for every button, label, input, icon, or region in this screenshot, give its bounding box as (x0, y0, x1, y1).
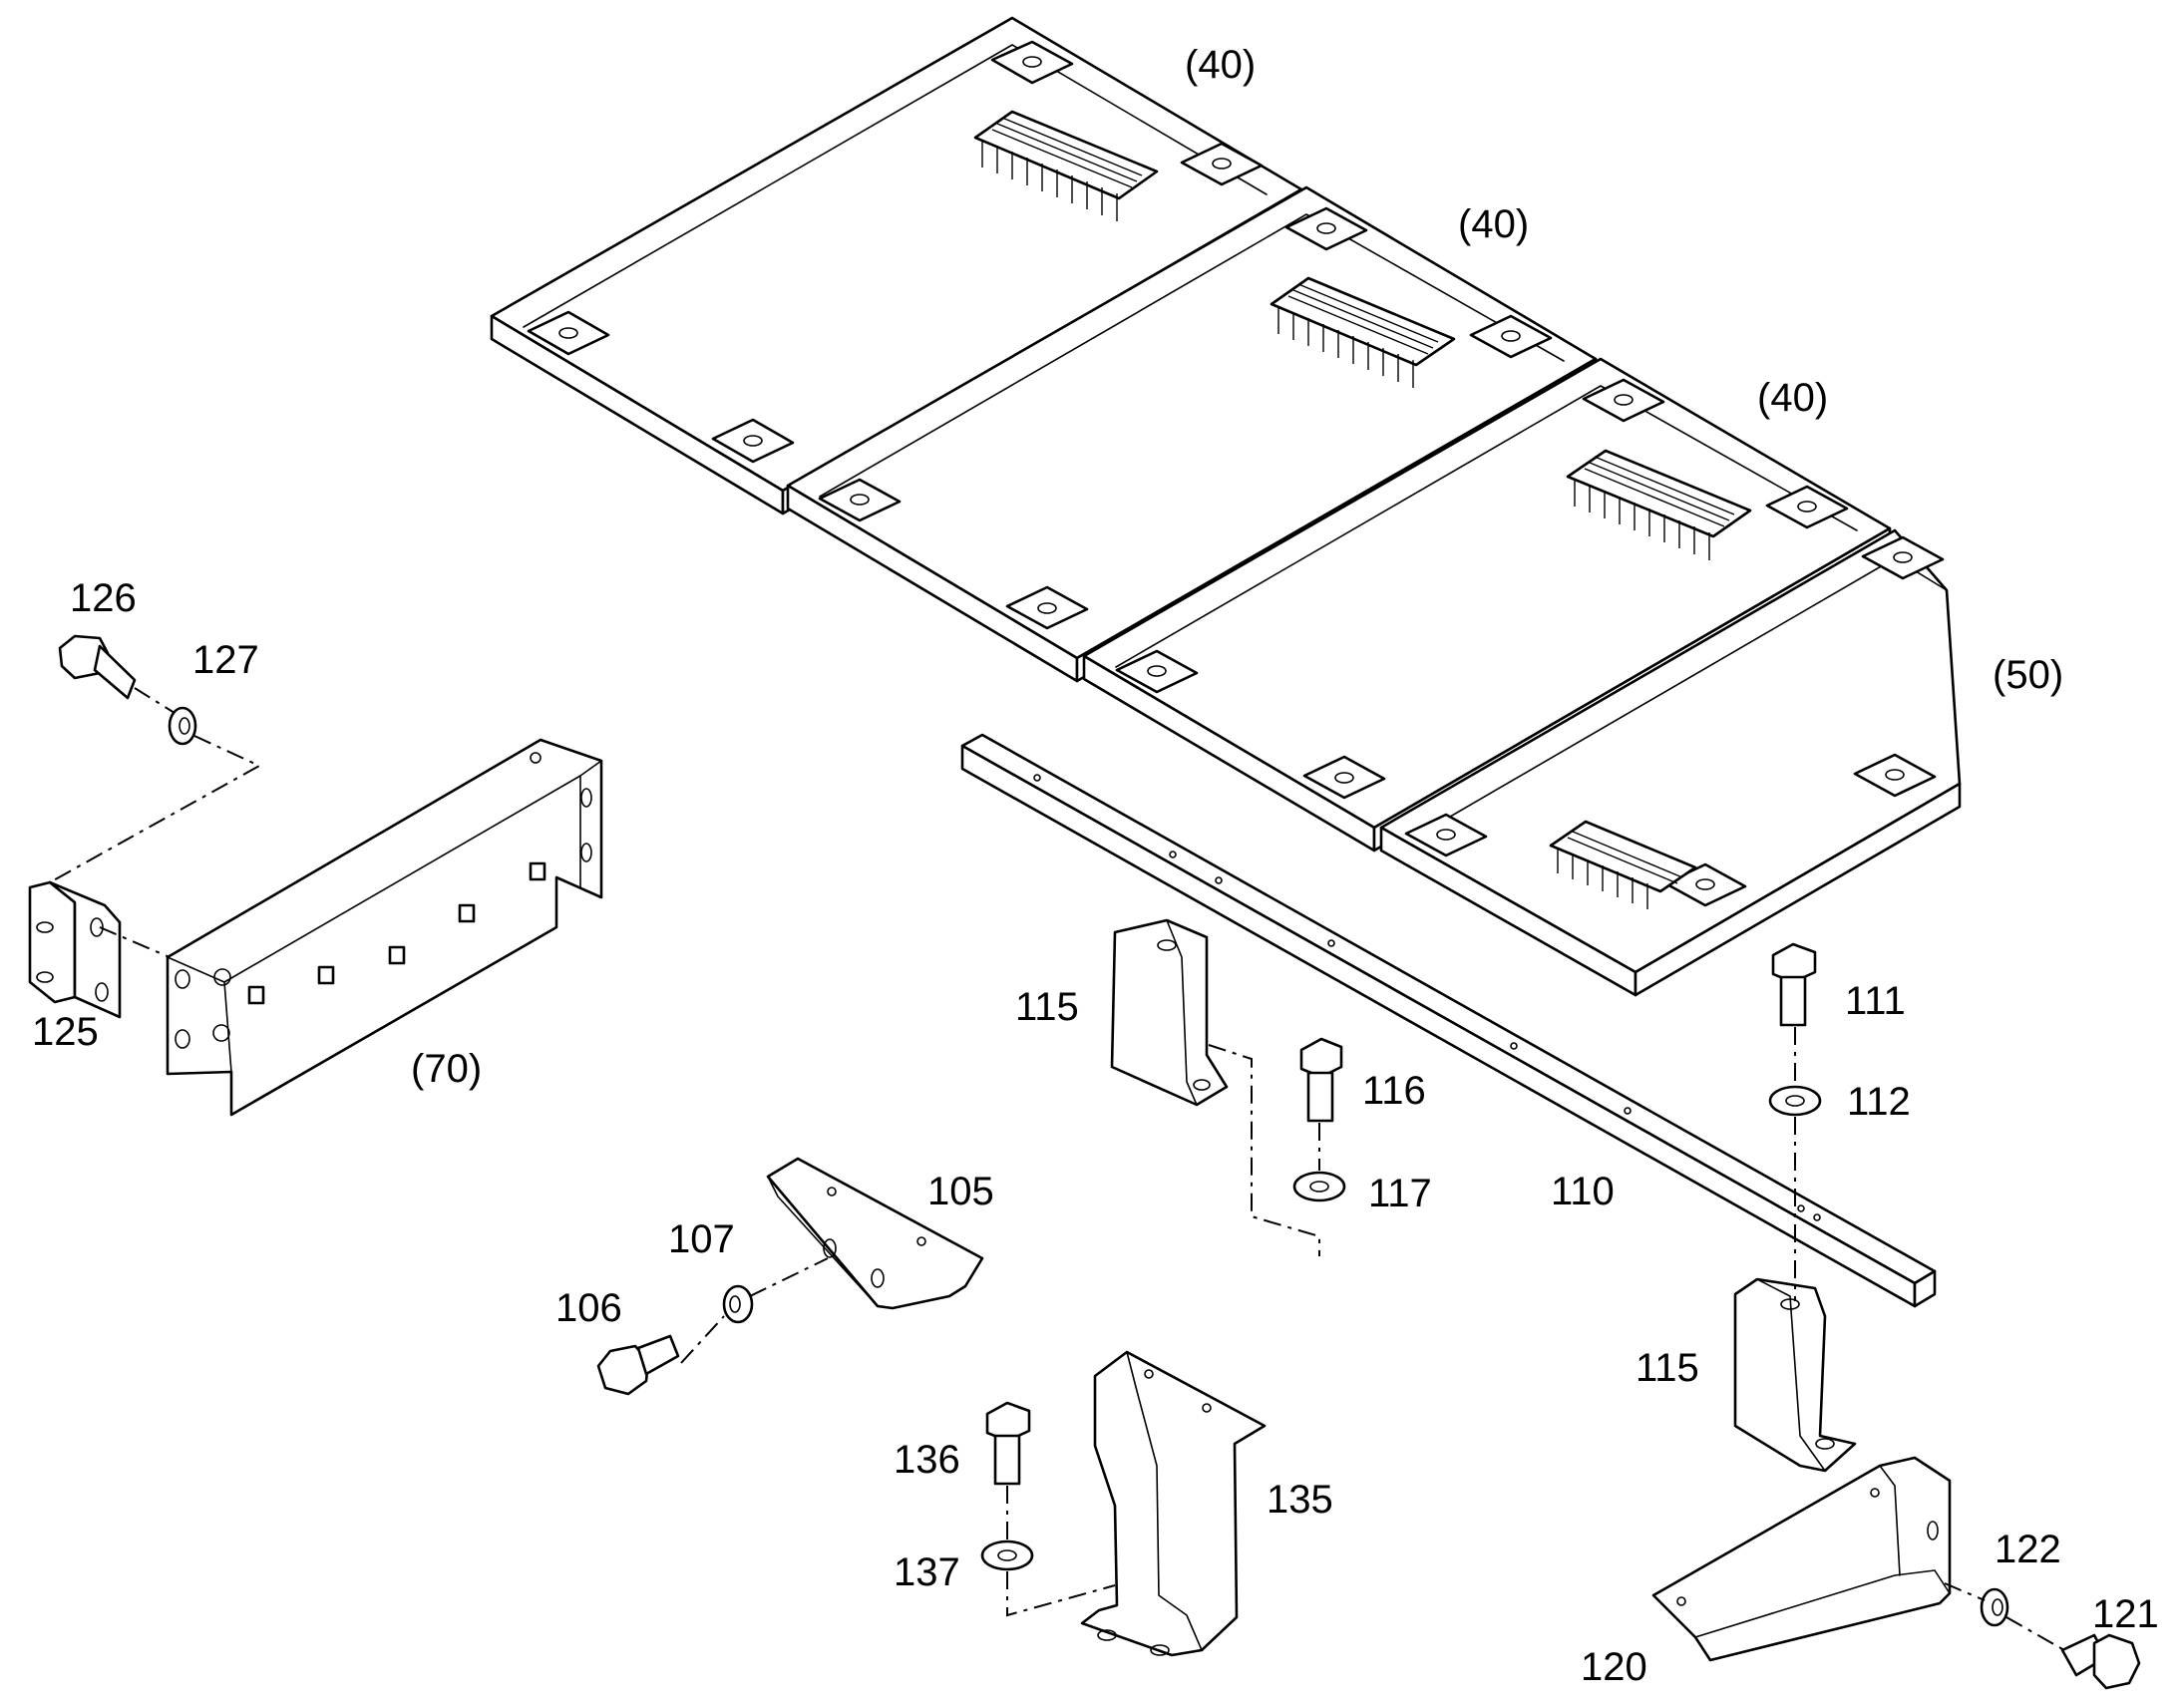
label-105: 105 (927, 1170, 994, 1213)
washer-107 (722, 1284, 754, 1324)
washer-127 (168, 706, 197, 746)
label-137: 137 (894, 1550, 960, 1594)
hex-bolt-111 (1771, 942, 1817, 1027)
angle-bracket-125 (28, 880, 122, 1019)
label-116: 116 (1362, 1069, 1426, 1113)
label-125: 125 (32, 1010, 99, 1054)
support-bracket-120 (1651, 1456, 1952, 1662)
panel-50 (1379, 528, 1962, 997)
label-126: 126 (70, 576, 137, 620)
washer-137 (980, 1539, 1034, 1571)
cooling-fin-block (1270, 276, 1456, 388)
frame-bracket-70 (166, 738, 603, 1117)
label-122: 122 (1995, 1528, 2061, 1571)
cooling-fin-block (973, 110, 1159, 221)
mounting-tab (1284, 206, 1368, 251)
assembly-lines (49, 687, 2065, 1651)
mounting-tab (1469, 314, 1553, 359)
label-panel-40-a: (40) (1185, 43, 1256, 87)
part-labels: (40) (40) (40) (50) (70) 126 127 125 105… (32, 43, 2159, 1689)
label-112: 112 (1847, 1080, 1911, 1124)
mounting-tab (1180, 142, 1264, 186)
mounting-tab (1404, 813, 1488, 857)
label-frame-70: (70) (411, 1047, 482, 1091)
cooling-fin-block (1566, 449, 1752, 560)
mounting-tab (818, 478, 902, 522)
label-121: 121 (2092, 1592, 2159, 1636)
label-117: 117 (1368, 1172, 1432, 1215)
label-120: 120 (1581, 1645, 1647, 1689)
hex-bolt-126 (58, 634, 137, 700)
hex-bolt-136 (985, 1401, 1031, 1486)
hex-bolt-106 (596, 1334, 680, 1396)
washer-117 (1292, 1171, 1346, 1202)
plate-bracket-105 (766, 1157, 984, 1310)
mounting-tab (1115, 649, 1199, 694)
mounting-tab (1853, 753, 1937, 798)
mounting-tab (990, 40, 1074, 85)
label-111: 111 (1845, 979, 1906, 1023)
z-bracket-115-lower (1733, 1277, 1857, 1473)
label-136: 136 (894, 1438, 960, 1482)
mounting-tab (711, 418, 795, 464)
label-107: 107 (668, 1217, 735, 1261)
label-127: 127 (192, 638, 259, 682)
label-106: 106 (555, 1286, 622, 1330)
z-bracket-115-upper (1110, 918, 1229, 1107)
label-135: 135 (1267, 1478, 1333, 1522)
label-panel-40-c: (40) (1757, 376, 1828, 420)
label-115-lower: 115 (1635, 1346, 1699, 1390)
support-rail-110 (960, 733, 1937, 1308)
mounting-tab (1861, 535, 1945, 580)
hex-bolt-116 (1299, 1037, 1343, 1123)
label-panel-40-b: (40) (1458, 202, 1529, 246)
label-110: 110 (1551, 1170, 1615, 1213)
threaded-stud (247, 861, 546, 1005)
label-panel-50: (50) (1993, 653, 2063, 697)
label-115-upper: 115 (1015, 985, 1079, 1029)
mounting-tab (527, 310, 610, 356)
mounting-tab (1765, 485, 1849, 529)
cooling-fin-block (1549, 820, 1697, 909)
washer-122 (1980, 1587, 2009, 1627)
washer-112 (1768, 1085, 1822, 1117)
mounting-tab (1582, 378, 1665, 423)
z-bracket-135 (1080, 1350, 1267, 1657)
hex-bolt-121 (2060, 1633, 2141, 1690)
mounting-tab (1005, 585, 1089, 630)
mounting-tab (1302, 755, 1386, 800)
